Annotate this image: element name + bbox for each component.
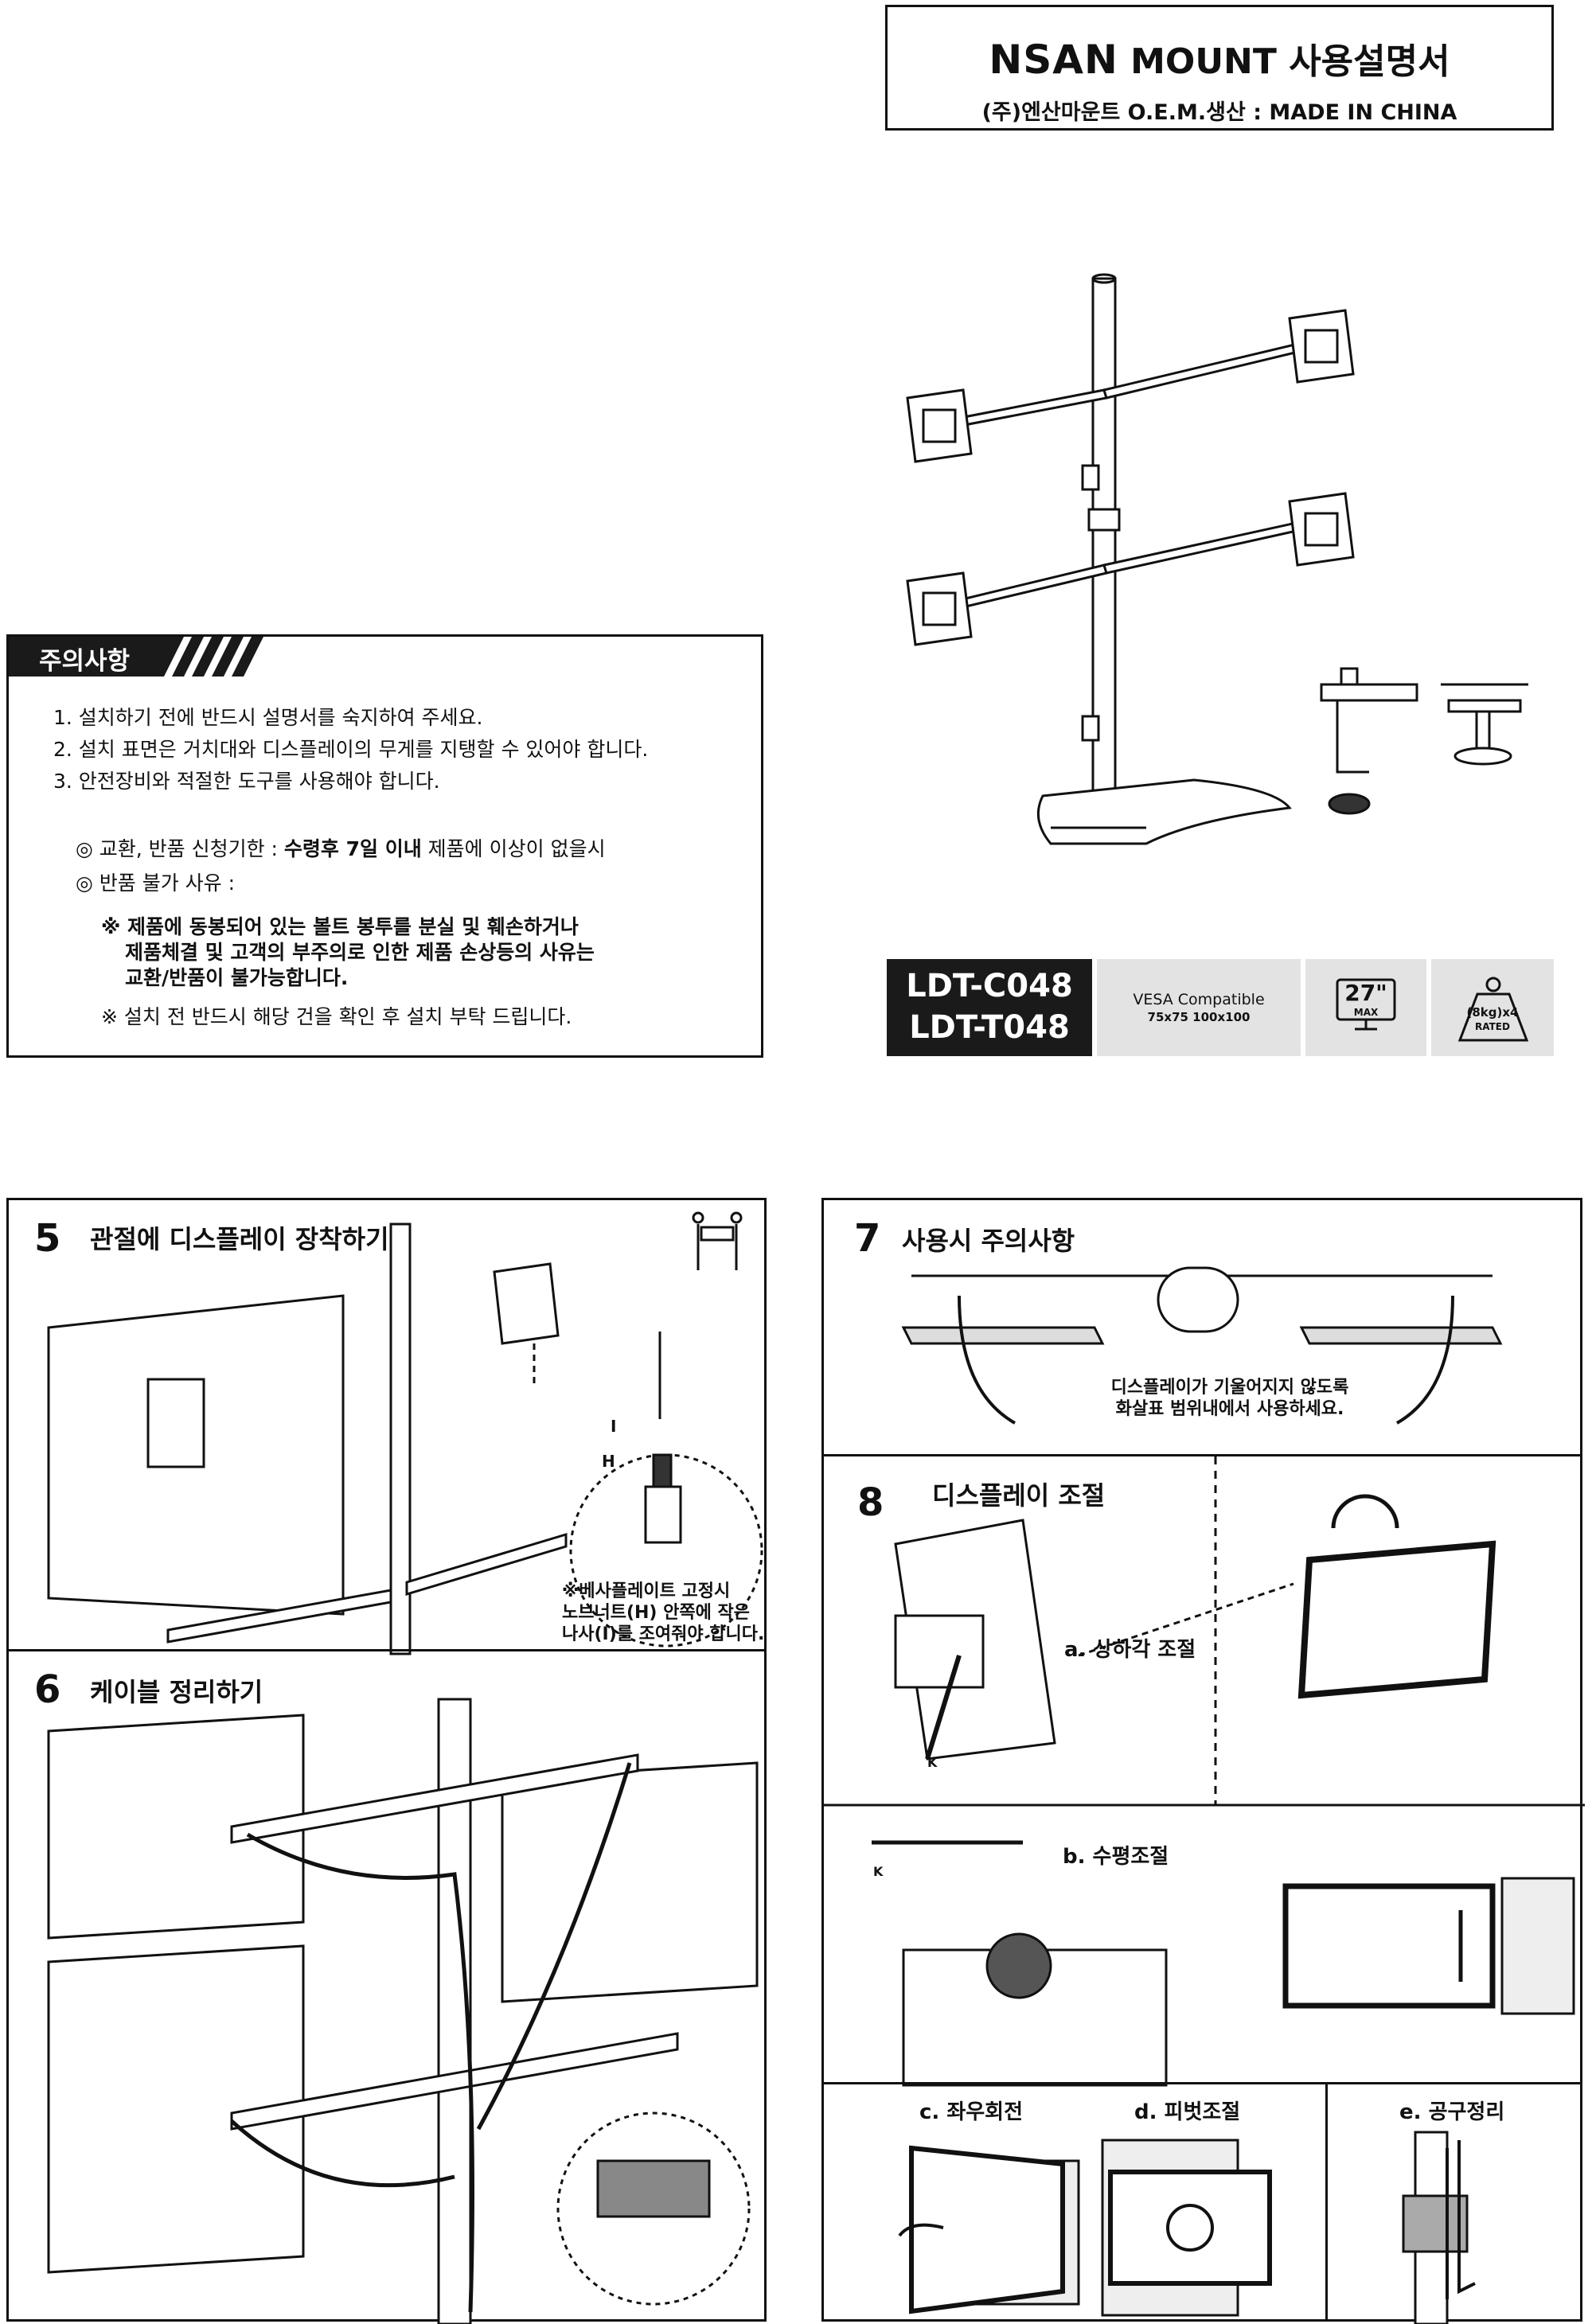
notice-line-2: 제품체결 및 고객의 부주의로 인한 제품 손상등의 사유는 bbox=[125, 941, 595, 964]
clamp-base bbox=[1320, 667, 1418, 815]
step6-illustration bbox=[47, 1698, 759, 2324]
screen-size: 27" bbox=[1344, 980, 1387, 1006]
caution-item-1: 1. 설치하기 전에 반드시 설명서를 숙지하여 주세요. bbox=[53, 706, 483, 729]
step6-number: 6 bbox=[34, 1667, 61, 1712]
vesa-plate bbox=[906, 571, 973, 646]
maker-subtitle: (주)엔산마운트 O.E.M.생산 : MADE IN CHINA bbox=[981, 100, 1457, 125]
caution-item-3: 3. 안전장비와 적절한 도구를 사용해야 합니다. bbox=[53, 770, 440, 793]
weight-badge: (8kg)x4 RATED bbox=[1431, 959, 1554, 1056]
step8-e-label: e. 공구정리 bbox=[1399, 2100, 1505, 2124]
step8-a-label: a. 상하각 조절 bbox=[1064, 1638, 1196, 1662]
label-k-b: K bbox=[873, 1864, 884, 1879]
step8-e-panel: e. 공구정리 bbox=[1325, 2082, 1582, 2324]
caution-box: 주의사항 1. 설치하기 전에 반드시 설명서를 숙지하여 주세요. 2. 설치… bbox=[6, 634, 763, 1058]
vesa-plate bbox=[1288, 492, 1355, 567]
notice-line-1: ※ 제품에 동봉되어 있는 볼트 봉투를 분실 및 훼손하거나 bbox=[101, 915, 579, 938]
screen-max: MAX bbox=[1353, 1007, 1379, 1018]
step7-note: 디스플레이가 기울어지지 않도록 화살표 범위내에서 사용하세요. bbox=[1110, 1378, 1349, 1419]
step8-title: 디스플레이 조절 bbox=[932, 1480, 1106, 1511]
monitor-icon bbox=[1336, 978, 1396, 1031]
brand-logo: NSAN bbox=[989, 37, 1118, 83]
screen-badge: 27" MAX bbox=[1305, 959, 1426, 1056]
vesa-plate bbox=[906, 388, 973, 463]
vesa-badge: VESA Compatible 75x75 100x100 bbox=[1097, 959, 1301, 1056]
step7-number: 7 bbox=[854, 1216, 881, 1261]
grommet-base bbox=[1441, 683, 1528, 766]
exchange-period-bold: 수령후 7일 이내 bbox=[283, 837, 422, 860]
header-box: NSAN MOUNT 사용설명서 (주)엔산마운트 O.E.M.생산 : MAD… bbox=[885, 5, 1554, 131]
step8-illustration bbox=[824, 1456, 1585, 2087]
step6-panel: 6 케이블 정리하기 bbox=[6, 1649, 767, 2324]
notice-line-3: 교환/반품이 불가능합니다. bbox=[125, 966, 349, 989]
step8-number: 8 bbox=[857, 1480, 884, 1525]
model-t: LDT-T048 bbox=[909, 1009, 1070, 1046]
exchange-period: ◎ 교환, 반품 신청기한 : 수령후 7일 이내 제품에 이상이 없을시 bbox=[76, 837, 606, 860]
step5-illustration bbox=[47, 1222, 763, 1655]
label-h: H bbox=[602, 1452, 615, 1471]
step5-panel: 5 관절에 디스플레이 장착하기 I H ※베사플레이트 고정시 노브너트(H)… bbox=[6, 1198, 767, 1655]
caution-tab bbox=[9, 637, 263, 677]
step8-c-label: c. 좌우회전 bbox=[919, 2100, 1024, 2124]
product-illustration bbox=[906, 273, 1528, 845]
vesa-sizes: 75x75 100x100 bbox=[1147, 1010, 1251, 1024]
step7-panel: 7 사용시 주의사항 디스플레이가 기울어지지 않도록 화살표 범위내에서 사용… bbox=[821, 1198, 1582, 1456]
step8-cd-illustration bbox=[898, 2139, 1272, 2317]
step8-cd-panel: c. 좌우회전 d. 피벗조절 bbox=[821, 2082, 1328, 2322]
step5-note: ※베사플레이트 고정시 노브너트(H) 안쪽에 작은 나사(I)를 조여줘야 합… bbox=[562, 1581, 765, 1644]
step7-title: 사용시 주의사항 bbox=[902, 1226, 1075, 1256]
weight-rated: RATED bbox=[1475, 1021, 1510, 1032]
step5-title: 관절에 디스플레이 장착하기 bbox=[90, 1224, 389, 1254]
notice-check: ※ 설치 전 반드시 해당 건을 확인 후 설치 부탁 드립니다. bbox=[101, 1005, 572, 1028]
step6-title: 케이블 정리하기 bbox=[90, 1677, 263, 1707]
model-badge: LDT-C048 LDT-T048 bbox=[887, 959, 1092, 1056]
vesa-title: VESA Compatible bbox=[1133, 991, 1265, 1008]
step8-panel: 8 디스플레이 조절 a. 상하각 조절 K b. 수평조절 K bbox=[821, 1454, 1585, 2087]
caution-item-2: 2. 설치 표면은 거치대와 디스플레이의 무게를 지탱할 수 있어야 합니다. bbox=[53, 738, 649, 761]
step8-e-illustration bbox=[1402, 2131, 1476, 2324]
step8-b-label: b. 수평조절 bbox=[1063, 1845, 1169, 1869]
step5-number: 5 bbox=[34, 1216, 61, 1261]
two-person-icon bbox=[692, 1211, 743, 1270]
step8-d-label: d. 피벗조절 bbox=[1134, 2100, 1241, 2124]
caution-title: 주의사항 bbox=[39, 647, 131, 676]
step7-illustration bbox=[901, 1266, 1503, 1425]
refusal-reason: ◎ 반품 불가 사유 : bbox=[76, 872, 236, 895]
weight-value: (8kg)x4 bbox=[1466, 1005, 1519, 1020]
label-i: I bbox=[611, 1417, 617, 1436]
brand-title: NSAN MOUNT 사용설명서 bbox=[888, 33, 1551, 84]
vesa-plate bbox=[1288, 309, 1355, 384]
model-c: LDT-C048 bbox=[906, 968, 1073, 1004]
brand-rest: MOUNT 사용설명서 bbox=[1130, 41, 1450, 82]
weight-icon bbox=[1457, 977, 1529, 1042]
